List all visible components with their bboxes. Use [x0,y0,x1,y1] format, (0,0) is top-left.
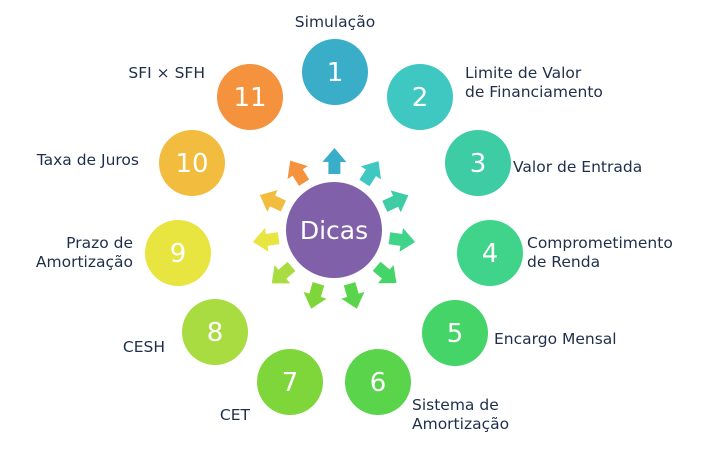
node-label-line: Amortização [36,253,133,271]
node-label-line: de Financiamento [465,83,603,101]
node-number-4: 4 [482,239,499,269]
arrow-8 [271,261,296,284]
arrow-3 [382,190,409,213]
tip-nodes: 1 2 3 4 5 6 7 8 9 10 11 [145,39,523,415]
center-hub: Dicas [286,182,382,278]
node-circle-11 [217,64,283,130]
node-number-11: 11 [233,83,266,113]
node-circle-3 [445,130,511,196]
node-label-3: Valor de Entrada [513,158,642,176]
center-circle [286,182,382,278]
node-label-line: Prazo de [66,234,133,252]
node-circle-5 [422,300,488,366]
node-label-line: CET [220,406,251,424]
arrow-11 [287,160,310,186]
arrow-5 [372,261,397,284]
node-label-5: Encargo Mensal [494,330,617,348]
node-label-8: CESH [123,338,165,356]
arrow-9 [252,228,280,252]
node-label-line: Sistema de [412,396,499,414]
node-number-8: 8 [207,318,224,348]
node-label-line: Encargo Mensal [494,330,617,348]
node-number-1: 1 [327,58,344,88]
node-circle-6 [345,349,411,415]
arrow-6 [341,282,365,309]
arrow-7 [303,282,327,309]
node-label-line: Comprometimento [527,234,673,252]
node-circle-7 [257,349,323,415]
arrow-4 [388,228,416,252]
node-label-line: Amortização [412,415,509,433]
node-number-2: 2 [412,83,429,113]
node-label-line: SFI × SFH [128,64,205,82]
node-label-line: Taxa de Juros [36,151,139,169]
center-label: Dicas [300,216,368,245]
node-number-6: 6 [370,368,387,398]
node-label-line: Simulação [295,13,375,31]
node-circle-10 [159,130,225,196]
node-label-10: Taxa de Juros [36,151,139,169]
node-circle-4 [457,220,523,286]
node-number-9: 9 [170,239,187,269]
arrow-ring [252,148,416,309]
node-number-10: 10 [175,149,208,179]
node-label-11: SFI × SFH [128,64,205,82]
node-circle-9 [145,220,211,286]
node-label-line: Valor de Entrada [513,158,642,176]
node-label-line: CESH [123,338,165,356]
node-circle-8 [182,299,248,365]
node-label-7: CET [220,406,251,424]
node-label-line: de Renda [527,253,600,271]
node-circle-2 [387,64,453,130]
node-number-7: 7 [282,368,299,398]
node-label-line: Limite de Valor [465,64,582,82]
node-label-1: Simulação [295,13,375,31]
arrow-2 [359,161,382,187]
node-number-5: 5 [447,319,464,349]
node-number-3: 3 [470,149,487,179]
node-circle-1 [302,39,368,105]
arrow-10 [259,190,286,212]
arrow-1 [322,148,347,175]
